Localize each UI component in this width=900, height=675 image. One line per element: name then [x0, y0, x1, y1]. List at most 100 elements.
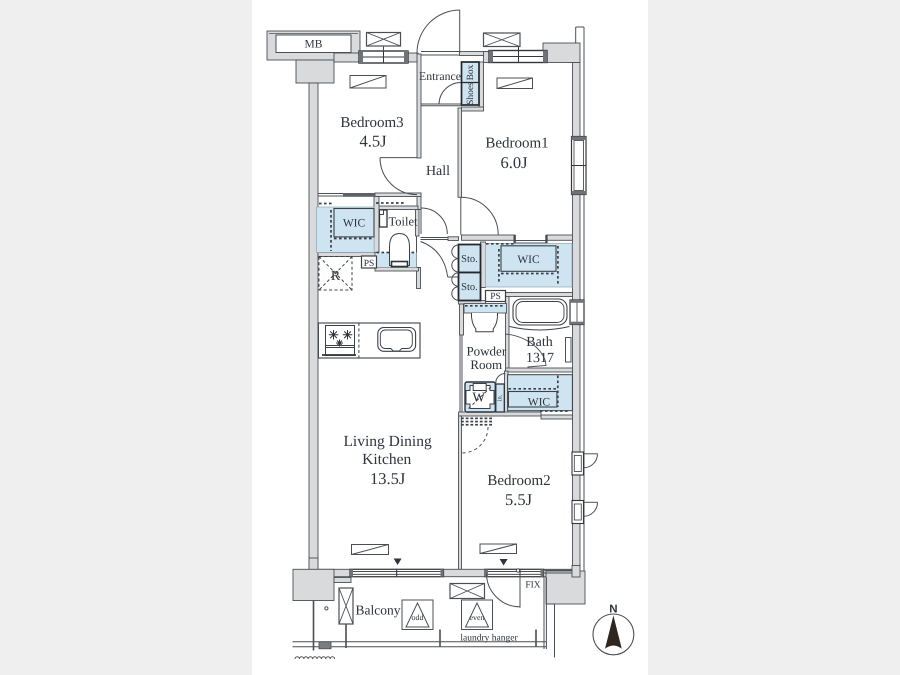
entrance-inner-door: [438, 82, 462, 105]
washbasin: [470, 312, 499, 333]
label-refrigerator: R: [331, 269, 341, 284]
label-hall: Hall: [426, 164, 450, 179]
balcony-edge-bumps: [294, 656, 336, 660]
washing-machine: [464, 381, 496, 413]
label-laundry-hanger: laundry hanger: [460, 634, 518, 644]
ps-box-left: [360, 255, 378, 269]
label-wic-right: WIC: [517, 254, 540, 266]
label-storage-1: Sto.: [461, 254, 478, 265]
label-bedroom3: Bedroom3: [340, 115, 403, 131]
escape-hatch: [449, 582, 486, 600]
beam-bedroom1: [496, 77, 533, 89]
label-hanger-odd: odd: [412, 613, 424, 622]
labels: MB Entrance Box Shoes Bedroom3 4.5J Hall…: [305, 39, 618, 644]
window-direction-marks: [393, 558, 508, 566]
hatch-boxes: [338, 31, 521, 625]
laundry-hangers: [401, 599, 493, 630]
entrance-door: [416, 9, 461, 54]
balcony-door: [486, 573, 521, 608]
meter-box: [269, 33, 358, 53]
beam-bedroom3: [349, 75, 387, 89]
beam-ldk: [351, 544, 389, 555]
label-shoesbox-shoes: Shoes: [466, 82, 476, 105]
label-toilet: Toilet: [389, 215, 419, 229]
toilet-fixture: [378, 209, 410, 268]
stove-burners: [328, 330, 353, 347]
storage-doors: [451, 244, 459, 301]
label-entrance: Entrance: [419, 69, 461, 83]
wic-bedroom2-door: [495, 373, 506, 384]
doors: [379, 9, 521, 608]
storage-boxes: [457, 243, 482, 302]
bedroom2-partition-door: [461, 426, 489, 454]
label-bedroom1: Bedroom1: [485, 136, 548, 152]
compass-needle: [605, 615, 622, 649]
bedroom1-door: [460, 196, 499, 235]
outer-lines: [292, 26, 585, 658]
shutter-box-bedroom1: [482, 32, 521, 48]
window-ldk-balcony: [349, 568, 445, 578]
label-bedroom2: Bedroom2: [487, 473, 550, 489]
label-ldk-2: Kitchen: [362, 451, 411, 468]
window-bedroom2-side-1: [571, 451, 598, 476]
wic-left: [316, 206, 375, 253]
window-bedroom2-balcony: [484, 568, 545, 578]
washbasin-counter: [463, 303, 507, 314]
label-shoesbox-box: Box: [466, 64, 476, 80]
label-powder-2: Room: [470, 357, 502, 372]
label-ps-right: PS: [490, 292, 501, 302]
wic-right: [485, 243, 573, 288]
shoes-box: [460, 61, 480, 106]
window-bedroom1: [488, 46, 548, 64]
wic-left-dark-wall: [343, 193, 375, 197]
window-bedroom2-side-2: [571, 499, 598, 525]
window-bath-side: [569, 299, 585, 326]
label-storage-2: Sto.: [461, 282, 478, 293]
ps-box-right: [484, 289, 507, 303]
bedroom3-door: [379, 157, 418, 196]
kitchen-counter: [317, 322, 421, 359]
label-bedroom3-size: 4.5J: [359, 132, 387, 151]
ceiling-dash-grid: [461, 417, 492, 426]
hanger-even: [461, 599, 493, 630]
label-bath: Bath: [526, 335, 552, 350]
wall-posts: [513, 235, 548, 244]
compass: [592, 613, 635, 656]
label-powder-1: Powder: [466, 344, 506, 359]
beams: [349, 75, 533, 555]
kitchen-sink: [377, 326, 417, 352]
label-mb: MB: [305, 39, 323, 51]
label-bedroom2-size: 5.5J: [505, 490, 533, 509]
label-ldk-size: 13.5J: [370, 469, 406, 488]
label-compass-north: N: [609, 604, 617, 616]
balcony-rail-block: [318, 641, 332, 650]
label-balcony: Balcony: [356, 603, 401, 618]
storage-areas: [316, 61, 573, 412]
balcony-partition: [338, 587, 354, 625]
label-wic-bedroom2: WIC: [528, 397, 551, 409]
shutter-box-bedroom3: [365, 31, 402, 47]
refrigerator-space: [318, 256, 353, 291]
closet-in-strip: [495, 383, 505, 413]
label-bedroom1-size: 6.0J: [500, 153, 528, 172]
hanger-odd: [401, 599, 434, 630]
label-bath-size: 1317: [526, 351, 554, 366]
label-washer: W: [472, 390, 485, 405]
beam-bedroom2: [479, 543, 517, 554]
pipe-spaces: [360, 255, 507, 303]
label-wic-left: WIC: [343, 218, 366, 230]
toilet-door: [420, 207, 448, 235]
thin-walls: [318, 51, 572, 574]
label-ldk-1: Living Dining: [343, 433, 432, 450]
corridor-door: [420, 241, 458, 278]
label-ps-left: PS: [364, 259, 375, 269]
label-fix: FIX: [525, 581, 540, 591]
window-bedroom1-side: [570, 135, 587, 196]
bathtub: [504, 298, 572, 368]
balcony-drain: [324, 606, 329, 611]
label-closet-in: in.: [496, 394, 503, 401]
label-hanger-even: even: [469, 613, 484, 622]
